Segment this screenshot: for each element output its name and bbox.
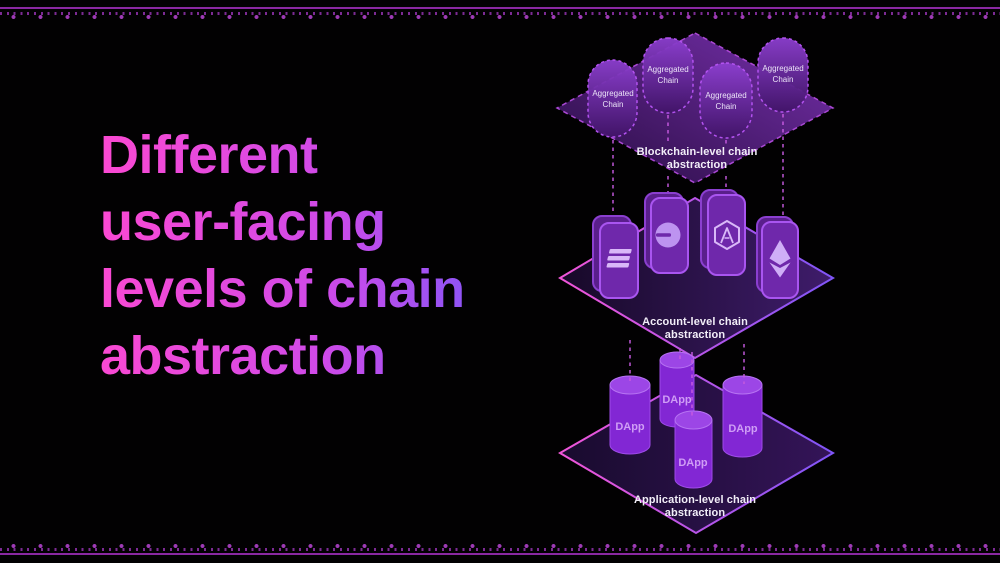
arbitrum-icon (714, 220, 740, 250)
aggregated-chain-capsule (699, 62, 753, 139)
connector-lines-bottom (629, 340, 745, 418)
aggregated-chain-capsule (587, 59, 638, 138)
aggregated-chain-label: Aggregated Chain (647, 65, 689, 85)
bottom-border-ticks (0, 548, 1000, 551)
dapp-cylinder-right (722, 375, 763, 458)
bottom-border-dots (0, 543, 1000, 549)
top-border-line (0, 7, 1000, 9)
aggregated-chain-label: Aggregated Chain (592, 89, 634, 109)
ethereum-icon (769, 240, 791, 278)
dapp-label: DApp (662, 394, 692, 406)
aggregated-chain-label: Aggregated Chain (762, 64, 804, 84)
dapp-label: DApp (728, 423, 758, 435)
aggregated-chain-capsule (757, 37, 809, 113)
wallet-card-arbitrum (707, 194, 746, 276)
account-level-caption: Account-level chain abstraction (642, 316, 748, 341)
connector-lines-top (612, 114, 784, 218)
aggregated-chain-label: Aggregated Chain (705, 91, 747, 111)
page-title: Different user-facing levels of chain ab… (100, 122, 510, 390)
application-level-caption: Application-level chain abstraction (633, 494, 757, 519)
circle-coin-icon (655, 222, 681, 248)
blockchain-level-caption: Blockchain-level chain abstraction (636, 146, 758, 171)
dapp-cylinder-front (674, 410, 713, 489)
aggregated-chain-capsule (642, 37, 694, 114)
dapp-label: DApp (615, 421, 645, 433)
top-border-ticks (0, 12, 1000, 15)
top-border-dots (0, 14, 1000, 20)
bottom-border-line (0, 553, 1000, 555)
dapp-cylinders (609, 351, 763, 489)
dapp-label: DApp (678, 457, 708, 469)
solana-icon (606, 249, 632, 268)
dapp-cylinder-left (609, 375, 651, 455)
